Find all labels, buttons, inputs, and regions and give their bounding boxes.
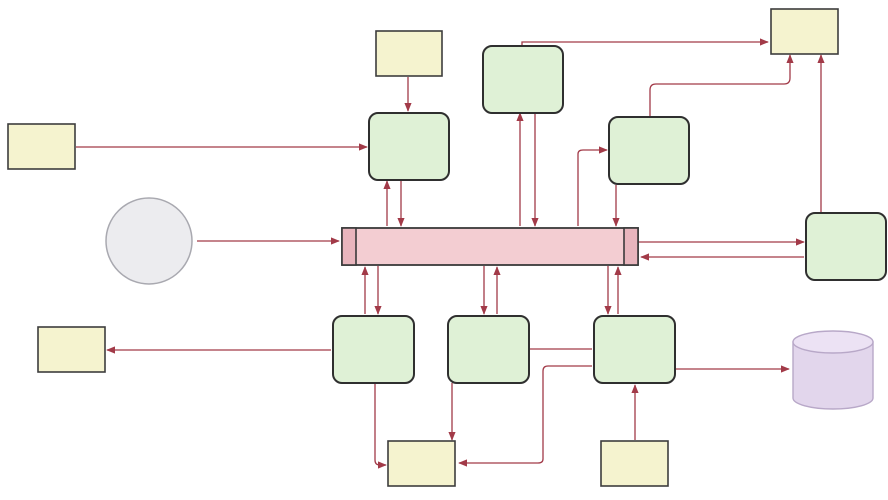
external-entity-left	[7, 123, 76, 170]
bus-right-cap	[623, 227, 639, 266]
bus-bar	[341, 227, 639, 266]
terminator-circle	[105, 197, 193, 285]
process-lower-mid	[447, 315, 530, 384]
edge-bus-to-process-upper-right	[577, 146, 608, 226]
process-upper-mid	[482, 45, 564, 114]
datastore-body	[792, 341, 874, 410]
process-upper-right	[608, 116, 690, 185]
external-entities	[7, 8, 839, 487]
datastore-top	[792, 330, 874, 354]
external-entity-top-center	[375, 30, 443, 77]
edge-process-lower-left-to-bottom-entity	[374, 383, 387, 469]
edge-process-upper-mid-to-top-right-entity	[521, 38, 769, 47]
process-lower-right	[593, 315, 676, 384]
process-right	[805, 212, 887, 281]
edge-process-lower-right-to-bottom-entity	[458, 365, 592, 467]
process-lower-left	[332, 315, 415, 384]
processes	[332, 45, 887, 384]
external-entity-bottom-right	[600, 440, 669, 487]
external-entity-lower-left	[37, 326, 106, 373]
external-entity-top-right	[770, 8, 839, 55]
bus-left-cap	[341, 227, 357, 266]
edges	[76, 38, 825, 469]
external-entity-bottom-center	[387, 440, 456, 487]
edge-process-upper-right-to-top-right-entity	[649, 54, 794, 116]
central-bus	[341, 227, 639, 266]
datastore-cylinder	[792, 330, 874, 410]
process-top	[368, 112, 450, 181]
